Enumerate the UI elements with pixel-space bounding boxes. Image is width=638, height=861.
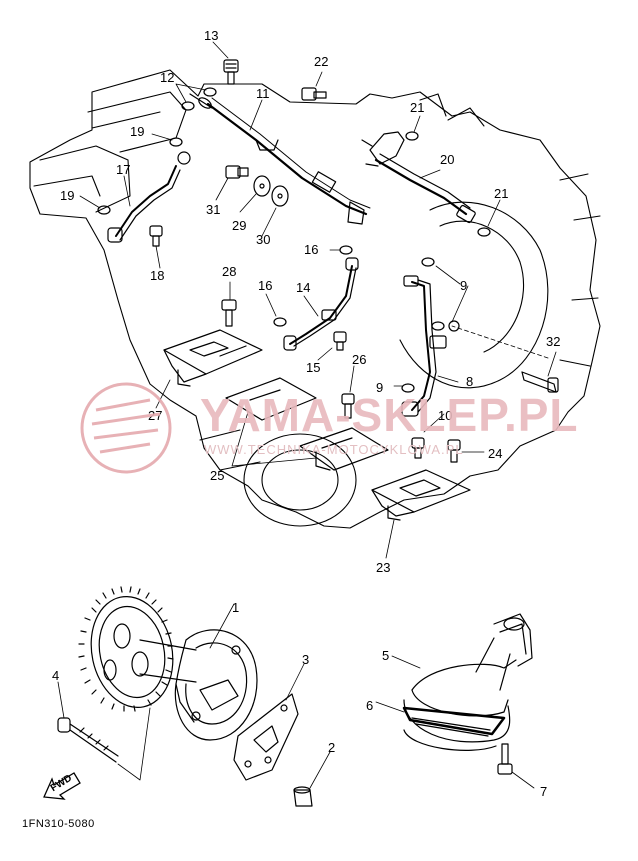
gasket-30 xyxy=(271,185,289,207)
oil-pipe-20 xyxy=(361,131,476,224)
callout-16b: 16 xyxy=(258,278,272,293)
watermark-subtext: WWW.TECHNIKA-MOTOCYKLOWA.PL xyxy=(204,442,464,457)
bolt-4 xyxy=(57,717,119,763)
callout-9a: 9 xyxy=(460,278,467,293)
washer-19b xyxy=(97,205,111,215)
callout-5: 5 xyxy=(382,648,389,663)
washer-12b xyxy=(203,87,217,97)
bolt-28 xyxy=(221,299,237,327)
watermark-logo xyxy=(80,382,172,474)
baffle-plate-23 xyxy=(371,469,471,521)
part-code: 1FN310-5080 xyxy=(22,818,95,830)
oil-pipe-17 xyxy=(107,151,191,243)
o-ring-9c xyxy=(401,383,415,393)
callout-7: 7 xyxy=(540,784,547,799)
oil-pipe-8 xyxy=(401,275,447,417)
union-bolt-22 xyxy=(301,87,327,101)
oil-pipe-11 xyxy=(189,93,371,225)
callout-6: 6 xyxy=(366,698,373,713)
callout-25: 25 xyxy=(210,468,224,483)
callout-17: 17 xyxy=(116,162,130,177)
callout-19b: 19 xyxy=(60,188,74,203)
fitting-32 xyxy=(521,371,559,393)
forward-direction-indicator: FWD xyxy=(42,769,82,801)
o-ring-9a xyxy=(421,257,435,267)
baffle-plate-25b xyxy=(299,427,389,471)
callout-13: 13 xyxy=(204,28,218,43)
dowel-pin-2 xyxy=(293,786,313,807)
callout-28: 28 xyxy=(222,264,236,279)
callout-21a: 21 xyxy=(410,100,424,115)
callout-12: 12 xyxy=(160,70,174,85)
bolt-18 xyxy=(149,225,163,247)
leader-lines-strainer xyxy=(375,655,535,789)
callout-26: 26 xyxy=(352,352,366,367)
callout-9b: 9 xyxy=(376,380,383,395)
union-bolt-13 xyxy=(223,59,239,85)
washer-12a xyxy=(181,101,195,111)
callout-23: 23 xyxy=(376,560,390,575)
bolt-7 xyxy=(497,743,513,775)
callout-1: 1 xyxy=(232,600,239,615)
callout-4: 4 xyxy=(52,668,59,683)
callout-22: 22 xyxy=(314,54,328,69)
callout-31: 31 xyxy=(206,202,220,217)
oil-pump-assembly xyxy=(78,586,258,741)
leader-lines-lower xyxy=(57,603,331,789)
gasket-29 xyxy=(253,175,271,197)
watermark-text: YAMA-SKLEP.PL xyxy=(200,389,579,441)
callout-14: 14 xyxy=(296,280,310,295)
bolt-10 xyxy=(411,437,425,459)
oil-strainer xyxy=(402,613,533,751)
bolt-24 xyxy=(447,439,461,463)
o-ring-16b xyxy=(273,317,287,327)
baffle-plate-25a xyxy=(225,377,317,421)
callout-labels: 13 12 11 22 19 17 19 21 20 21 31 29 30 1… xyxy=(52,28,560,799)
washer-19a xyxy=(169,137,183,147)
callout-21b: 21 xyxy=(494,186,508,201)
fitting-9 xyxy=(448,320,460,332)
forward-arrow-icon xyxy=(43,772,81,800)
crankcase-outline xyxy=(29,69,601,529)
callout-11: 11 xyxy=(256,86,270,101)
callout-30: 30 xyxy=(256,232,270,247)
bolt-26 xyxy=(341,393,355,419)
callout-29: 29 xyxy=(232,218,246,233)
oil-pipe-14 xyxy=(283,257,359,351)
callout-15: 15 xyxy=(306,360,320,375)
callout-10: 10 xyxy=(438,408,452,423)
callout-24: 24 xyxy=(488,446,502,461)
callout-8: 8 xyxy=(466,374,473,389)
bolt-15 xyxy=(333,331,347,351)
watermark: YAMA-SKLEP.PL WWW.TECHNIKA-MOTOCYKLOWA.P… xyxy=(80,388,600,478)
o-ring-9b xyxy=(431,321,445,331)
o-ring-16a xyxy=(339,245,353,255)
callout-18: 18 xyxy=(150,268,164,283)
bolt-31 xyxy=(225,165,249,179)
callout-32: 32 xyxy=(546,334,560,349)
callout-20: 20 xyxy=(440,152,454,167)
cover-plate-3 xyxy=(233,693,299,781)
callout-16a: 16 xyxy=(304,242,318,257)
leader-lines-upper xyxy=(79,41,557,559)
callout-3: 3 xyxy=(302,652,309,667)
washer-21a xyxy=(405,131,419,141)
callout-19a: 19 xyxy=(130,124,144,139)
washer-21b xyxy=(477,227,491,237)
callout-2: 2 xyxy=(328,740,335,755)
baffle-plate-27 xyxy=(163,329,263,387)
